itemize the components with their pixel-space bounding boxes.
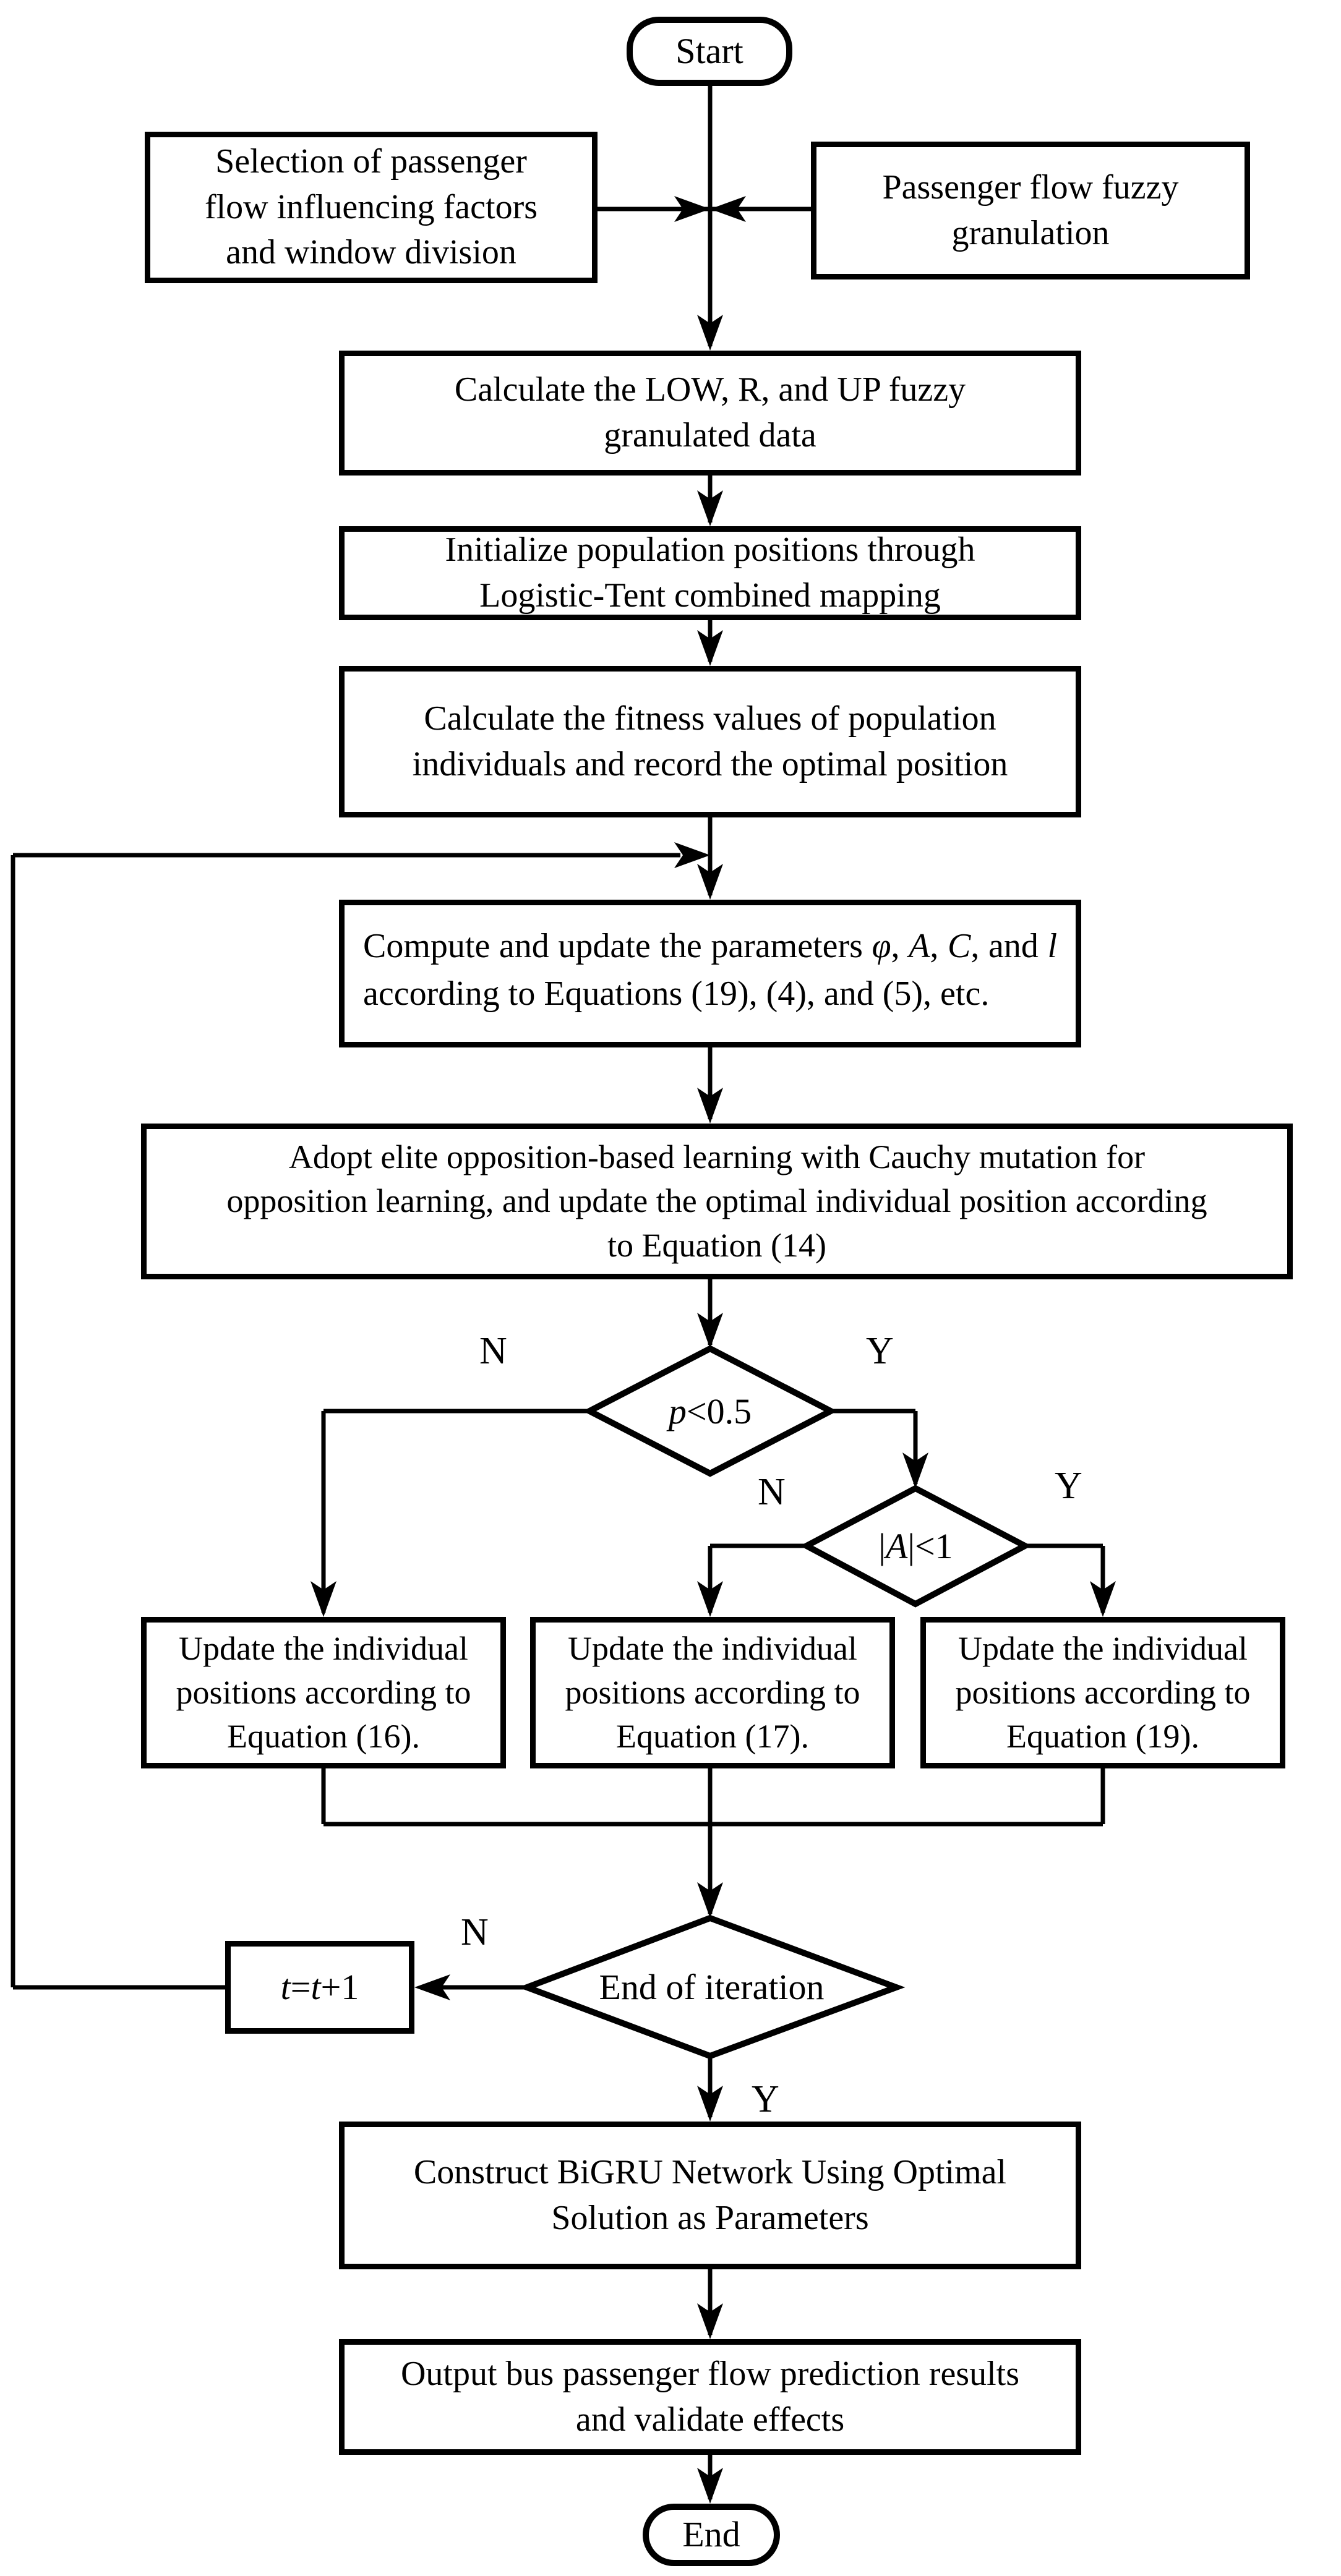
decision-p-diamond (583, 1345, 838, 1477)
arrow-down-icon (1090, 1581, 1116, 1617)
update-eq19-box: Update the individual positions accordin… (920, 1617, 1285, 1768)
selection-box: Selection of passenger flow influencing … (145, 132, 598, 283)
branch-label-p-yes: Y (866, 1330, 894, 1372)
decision-p-label: p<0.5 (668, 1391, 752, 1431)
branch-label-p-no: N (479, 1330, 507, 1372)
end-terminator: End (643, 2504, 780, 2566)
arrow-down-icon (697, 1581, 723, 1617)
start-label: Start (675, 30, 743, 71)
arrow-left-icon (414, 1974, 450, 2000)
arrow-down-icon (697, 2086, 723, 2122)
arrow-left-icon (710, 196, 746, 222)
branch-label-a-yes: Y (1055, 1465, 1082, 1507)
arrow-down-icon (697, 1313, 723, 1349)
bigru-box: Construct BiGRU Network Using Optimal So… (339, 2122, 1081, 2269)
arrow-down-icon (697, 2303, 723, 2339)
end-label: End (682, 2514, 740, 2555)
compute-parameters-box: Compute and update the parameters φ, A, … (339, 900, 1081, 1047)
branch-label-iter-yes: Y (752, 2078, 779, 2120)
init-population-label: Initialize population positions through … (445, 531, 975, 615)
flow-edges (11, 85, 1105, 2499)
decision-end-iteration-label: End of iteration (599, 1967, 825, 2007)
calc-fuzzy-box: Calculate the LOW, R, and UP fuzzy granu… (339, 351, 1081, 476)
decision-a-diamond (800, 1485, 1032, 1608)
arrow-down-icon (697, 630, 723, 666)
update-eq19-label: Update the individual positions accordin… (955, 1629, 1251, 1755)
bigru-label: Construct BiGRU Network Using Optimal So… (413, 2152, 1007, 2237)
fitness-box: Calculate the fitness values of populati… (339, 666, 1081, 817)
arrowhead-icons (311, 196, 1116, 2504)
arrow-down-icon (697, 864, 723, 900)
arrow-down-icon (902, 1452, 928, 1488)
init-population-box: Initialize population positions through … (339, 526, 1081, 620)
branch-label-iter-no: N (461, 1911, 489, 1953)
decision-a-label: |A|<1 (878, 1526, 953, 1566)
t-increment-label: t=t+1 (280, 1966, 359, 2007)
granulation-box: Passenger flow fuzzy granulation (811, 142, 1250, 279)
arrow-right-icon (674, 842, 710, 868)
update-eq17-label: Update the individual positions accordin… (565, 1629, 860, 1755)
arrow-down-icon (697, 1088, 723, 1124)
output-box: Output bus passenger flow prediction res… (339, 2339, 1081, 2455)
update-eq16-label: Update the individual positions accordin… (176, 1629, 471, 1755)
selection-label: Selection of passenger flow influencing … (204, 142, 538, 272)
granulation-label: Passenger flow fuzzy granulation (882, 168, 1179, 252)
arrow-down-icon (697, 490, 723, 526)
arrow-right-icon (674, 196, 710, 222)
update-eq17-box: Update the individual positions accordin… (530, 1617, 895, 1768)
update-eq16-box: Update the individual positions accordin… (141, 1617, 506, 1768)
fitness-label: Calculate the fitness values of populati… (412, 699, 1008, 783)
arrow-down-icon (697, 1882, 723, 1918)
arrow-down-icon (697, 2468, 723, 2504)
start-terminator: Start (627, 17, 792, 86)
decision-end-iteration-diamond (518, 1914, 906, 2060)
compute-parameters-label: Compute and update the parameters φ, A, … (363, 927, 1058, 1013)
output-label: Output bus passenger flow prediction res… (400, 2354, 1020, 2439)
arrow-down-icon (697, 315, 723, 351)
elite-opposition-label: Adopt elite opposition-based learning wi… (226, 1138, 1207, 1264)
t-increment-box: t=t+1 (225, 1941, 414, 2034)
branch-label-a-no: N (758, 1471, 786, 1513)
arrow-down-icon (311, 1581, 336, 1617)
calc-fuzzy-label: Calculate the LOW, R, and UP fuzzy granu… (454, 370, 966, 454)
elite-opposition-box: Adopt elite opposition-based learning wi… (141, 1124, 1293, 1279)
